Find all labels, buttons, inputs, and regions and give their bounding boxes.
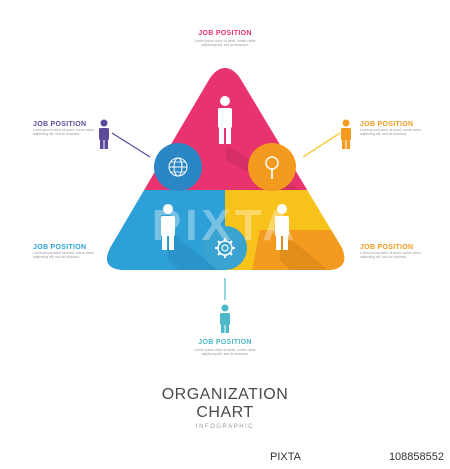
job-position-right-top: JOB POSITION Lorem ipsum dolor sit amet,… [360, 121, 424, 136]
job-position-text: Lorem ipsum dolor sit amet, conse ctetur… [194, 39, 256, 47]
connector-right-top [302, 132, 341, 158]
magnifier-icon [248, 143, 296, 191]
job-position-left-bottom: JOB POSITION Lorem ipsum dolor sit amet,… [33, 244, 97, 259]
job-position-title: JOB POSITION [33, 244, 87, 251]
job-position-title: JOB POSITION [33, 121, 87, 128]
stock-id: 108858552 [388, 451, 444, 463]
job-position-title: JOB POSITION [360, 244, 414, 251]
stock-logo: PIXTA [270, 451, 301, 463]
chart-subtitle: INFOGRAPHIC [195, 424, 255, 430]
chart-title-line1: ORGANIZATION [161, 386, 289, 403]
job-position-title: JOB POSITION [360, 121, 414, 128]
person-icon-left [161, 204, 175, 250]
job-position-text: Lorem ipsum dolor sit amet, conse ctetur… [360, 251, 422, 259]
globe-icon [154, 143, 202, 191]
job-position-top: JOB POSITION Lorem ipsum dolor sit amet,… [188, 30, 262, 47]
job-position-text: Lorem ipsum dolor sit amet, conse ctetur… [33, 128, 95, 136]
job-position-title: JOB POSITION [198, 30, 252, 37]
person-icon-outer-right [341, 119, 351, 149]
job-position-bottom: JOB POSITION Lorem ipsum dolor sit amet,… [188, 339, 262, 356]
gear-icon [203, 226, 247, 270]
connector-left-top [111, 132, 151, 158]
person-icon-outer-bottom [220, 304, 230, 333]
stock-footer [0, 448, 450, 469]
person-icon-right [275, 204, 289, 250]
job-position-title: JOB POSITION [198, 339, 252, 346]
chart-title-line2: CHART [196, 404, 254, 421]
job-position-text: Lorem ipsum dolor sit amet, conse ctetur… [33, 251, 95, 259]
person-icon-top [218, 96, 232, 144]
segment-orange [250, 230, 345, 270]
job-position-left-top: JOB POSITION Lorem ipsum dolor sit amet,… [33, 121, 97, 136]
job-position-right-bottom: JOB POSITION Lorem ipsum dolor sit amet,… [360, 244, 424, 259]
job-position-text: Lorem ipsum dolor sit amet, conse ctetur… [194, 348, 256, 356]
watermark: PIXTA [152, 201, 298, 250]
person-icon-outer-left [99, 119, 109, 149]
job-position-text: Lorem ipsum dolor sit amet, conse ctetur… [360, 128, 422, 136]
